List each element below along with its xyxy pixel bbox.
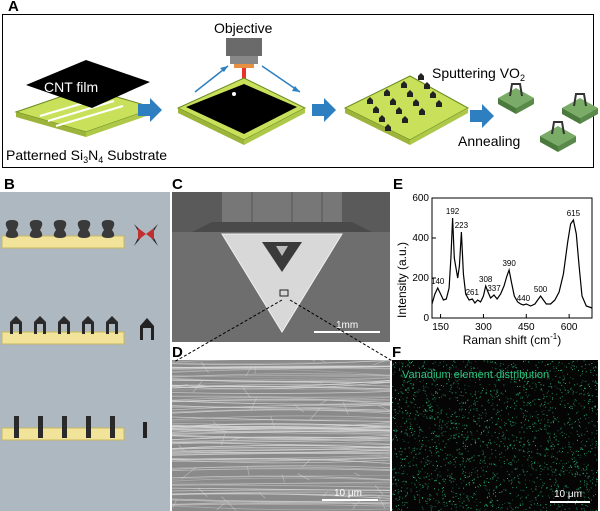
panel-b-photo: [0, 192, 170, 511]
scalebar-f-label: 10 μm: [554, 489, 582, 500]
panel-c-label: C: [172, 176, 183, 193]
objective-label: Objective: [214, 20, 273, 36]
panel-b-label: B: [4, 176, 15, 193]
cnt-pattern: [402, 116, 408, 123]
x-tick-label: 300: [475, 322, 492, 333]
panel-f-eds-map: Vanadium element distribution 10 μm: [392, 360, 598, 511]
raman-plot-area: 150 300 450 600 0 200 400 600 140 192 223 261 308337…: [412, 193, 593, 333]
peak-label: 140: [431, 277, 445, 286]
panel-e-label: E: [393, 176, 404, 193]
x-axis-label: Raman shift (cm-1): [463, 332, 561, 347]
cnt-film-laser: [186, 84, 297, 134]
eds-title: Vanadium element distribution: [402, 369, 549, 381]
panel-a-diagram: CNT film Patterned Si3N4 Substrate Objec…: [6, 20, 598, 165]
peak-label: 337: [487, 284, 501, 293]
cnt-pattern: [418, 73, 424, 80]
process-arrow-1: [138, 98, 162, 122]
cnt-pattern: [430, 91, 436, 98]
cnt-film: [26, 60, 150, 108]
cnt-pattern: [396, 107, 402, 114]
bar-icon: [143, 422, 147, 438]
y-axis-label: Intensity (a.u.): [395, 242, 409, 318]
cnt-film-label: CNT film: [44, 79, 98, 95]
objective-body: [226, 38, 262, 56]
scalebar-d-label: 10 μm: [334, 488, 362, 499]
butterfly-icon: [134, 224, 158, 246]
scalebar-c-label: 1mm: [336, 320, 358, 331]
cnt-pattern: [419, 108, 425, 115]
arch-icon: [140, 318, 154, 340]
x-tick-label: 450: [518, 322, 535, 333]
peak-label: 440: [517, 294, 531, 303]
x-tick-label: 150: [432, 322, 449, 333]
cnt-pattern: [373, 106, 379, 113]
cnt-pattern: [413, 99, 419, 106]
vo2-device: [498, 83, 534, 114]
peak-label: 500: [534, 285, 548, 294]
cnt-pattern: [436, 100, 442, 107]
cnt-pattern: [401, 81, 407, 88]
y-tick-label: 400: [412, 233, 429, 244]
panel-d-label: D: [172, 344, 183, 361]
raman-chart: 150 300 450 600 0 200 400 600 140 192 223 261 308337…: [395, 193, 593, 347]
vo2-device: [540, 121, 576, 152]
v-shaped-chip: [221, 233, 343, 333]
panel-a-label: A: [8, 0, 19, 15]
process-arrow-2: [312, 98, 336, 122]
cnt-pattern: [379, 115, 385, 122]
cnt-pattern: [384, 89, 390, 96]
cnt-pattern: [390, 98, 396, 105]
x-tick-label: 600: [561, 322, 578, 333]
peak-label: 223: [455, 221, 469, 230]
raman-spectrum-line: [431, 217, 593, 309]
peak-label: 308: [479, 275, 493, 284]
chip-strip-2: [1, 331, 125, 345]
process-arrow-3: [470, 104, 494, 128]
substrate-side-right: [86, 108, 155, 137]
peak-label: 192: [446, 207, 460, 216]
peak-label: 390: [502, 259, 516, 268]
cnt-pattern: [424, 82, 430, 89]
panel-a-frame: [2, 14, 594, 168]
panel-d-sem: 10 μm: [172, 360, 390, 511]
vo2-device: [562, 93, 598, 124]
y-tick-label: 200: [412, 273, 429, 284]
cnt-pattern-array: [367, 73, 442, 131]
cnt-pattern: [367, 97, 373, 104]
substrate-label: Patterned Si3N4 Substrate: [6, 147, 167, 165]
panel-c-sem: 1mm: [172, 192, 390, 342]
plot-frame: [431, 197, 593, 319]
peak-label: 261: [466, 288, 480, 297]
annealing-label: Annealing: [458, 133, 520, 149]
y-tick-label: 0: [423, 313, 429, 324]
y-tick-label: 600: [412, 193, 429, 204]
panel-f-label: F: [392, 344, 402, 361]
substrate-side: [16, 112, 86, 137]
peak-label: 615: [567, 209, 581, 218]
cnt-pattern: [385, 124, 391, 131]
cnt-pattern: [407, 90, 413, 97]
sputtering-label: Sputtering VO2: [432, 65, 525, 83]
